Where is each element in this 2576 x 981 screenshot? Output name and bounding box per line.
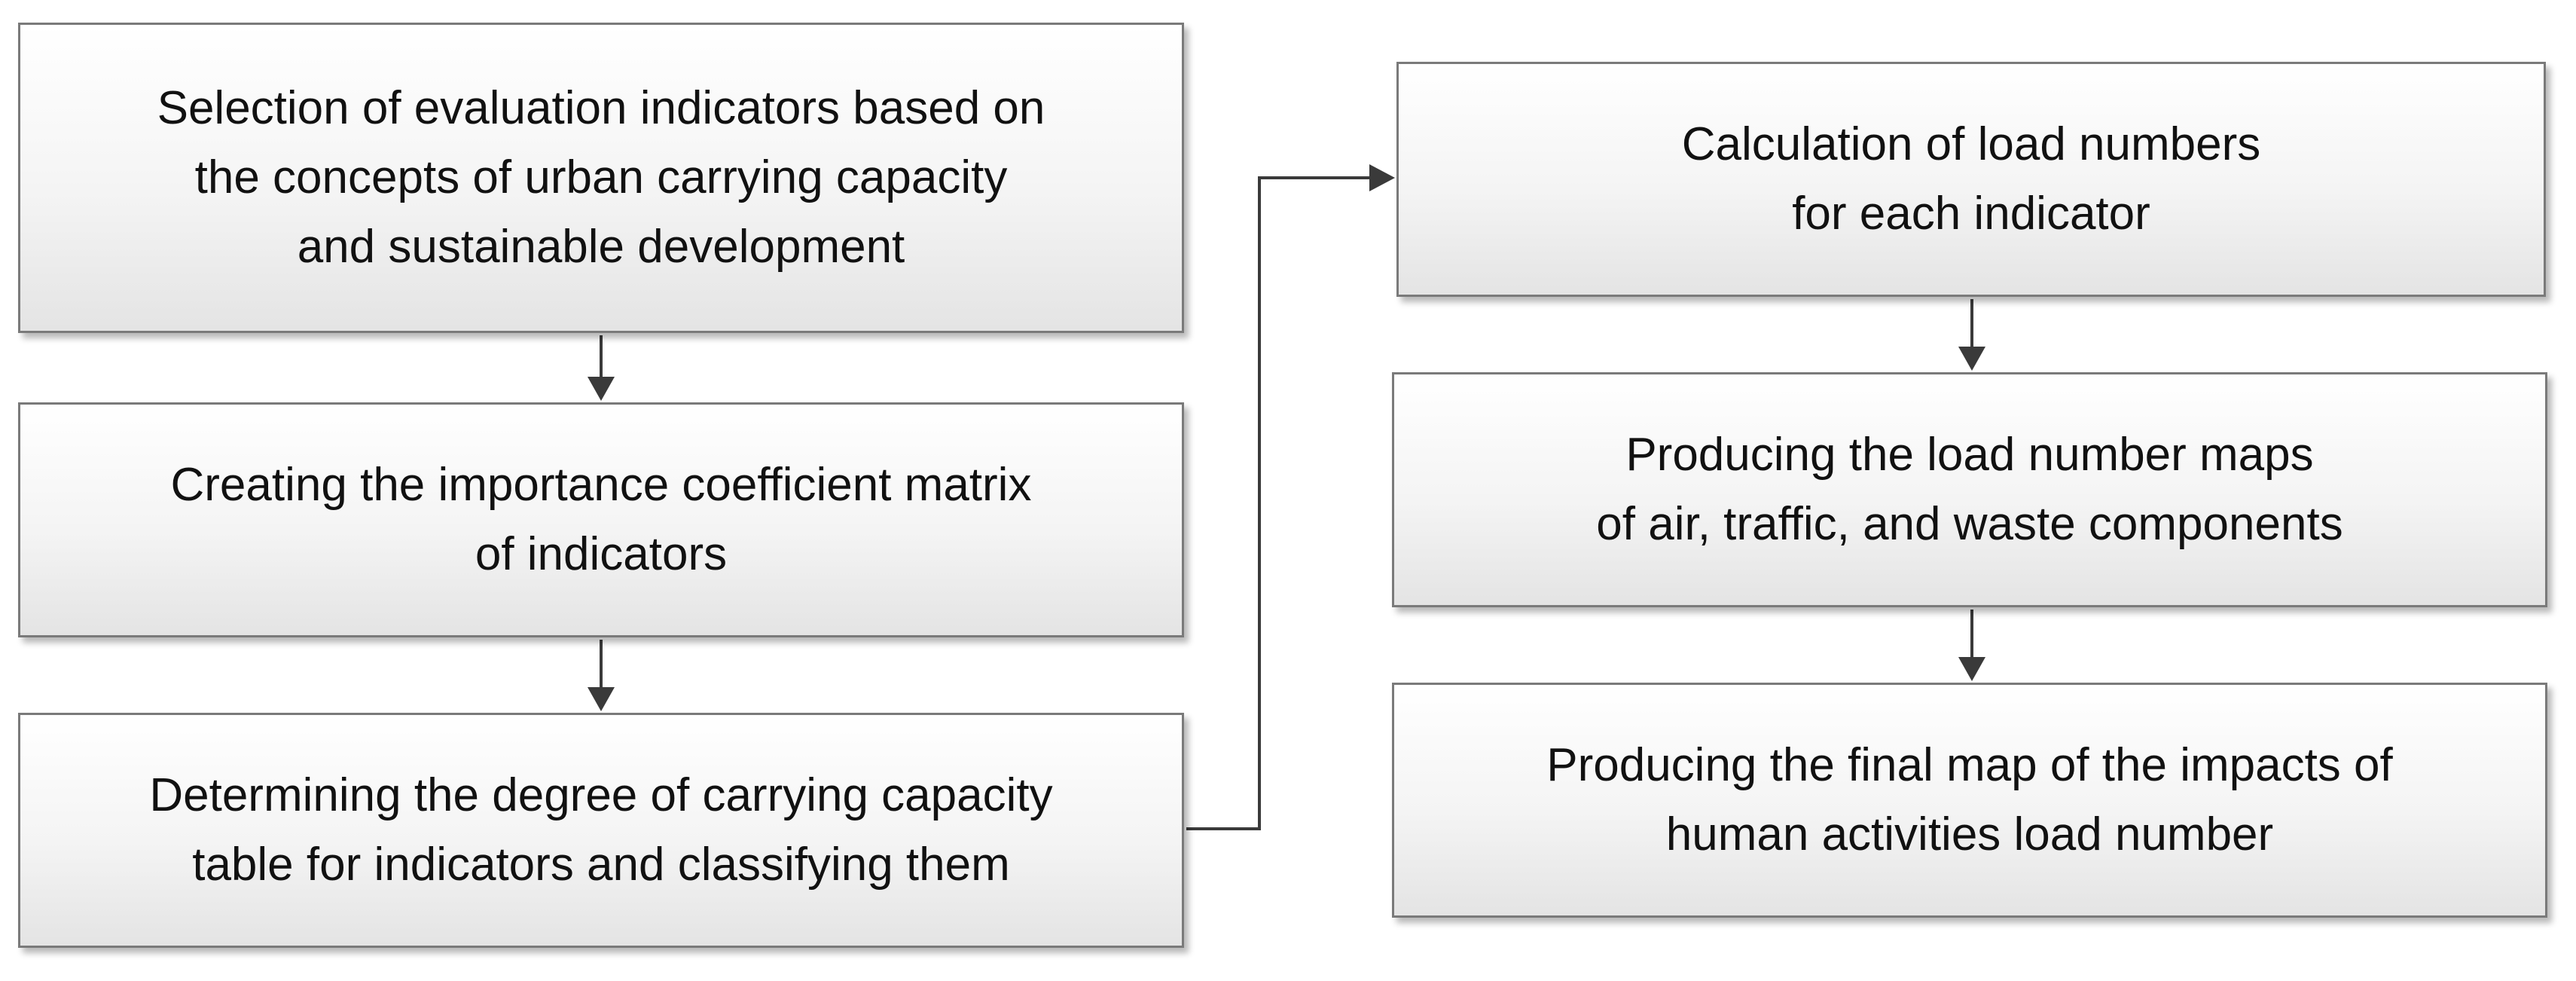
step-box-load-number-maps: Producing the load number maps of air, t…: [1392, 372, 2547, 607]
step-label: Creating the importance coefficient matr…: [170, 459, 1032, 580]
arrowhead-b2-to-b3: [588, 687, 615, 711]
step-box-select-indicators: Selection of evaluation indicators based…: [18, 23, 1184, 333]
arrow-b3-to-b4: [1186, 176, 1377, 830]
step-box-importance-matrix: Creating the importance coefficient matr…: [18, 402, 1184, 637]
step-box-carrying-capacity-table: Determining the degree of carrying capac…: [18, 713, 1184, 948]
step-label: Calculation of load numbers for each ind…: [1681, 118, 2261, 240]
arrowhead-b4-to-b5: [1958, 347, 1985, 371]
step-label: Producing the load number maps of air, t…: [1596, 429, 2343, 550]
step-box-load-numbers: Calculation of load numbers for each ind…: [1396, 62, 2546, 297]
step-box-final-impact-map: Producing the final map of the impacts o…: [1392, 683, 2547, 918]
step-label: Producing the final map of the impacts o…: [1546, 739, 2393, 860]
step-label: Determining the degree of carrying capac…: [149, 769, 1053, 891]
arrowhead-b3-to-b4: [1369, 164, 1395, 191]
arrowhead-b1-to-b2: [588, 377, 615, 401]
arrowhead-b5-to-b6: [1958, 657, 1985, 681]
step-label: Selection of evaluation indicators based…: [157, 82, 1045, 273]
